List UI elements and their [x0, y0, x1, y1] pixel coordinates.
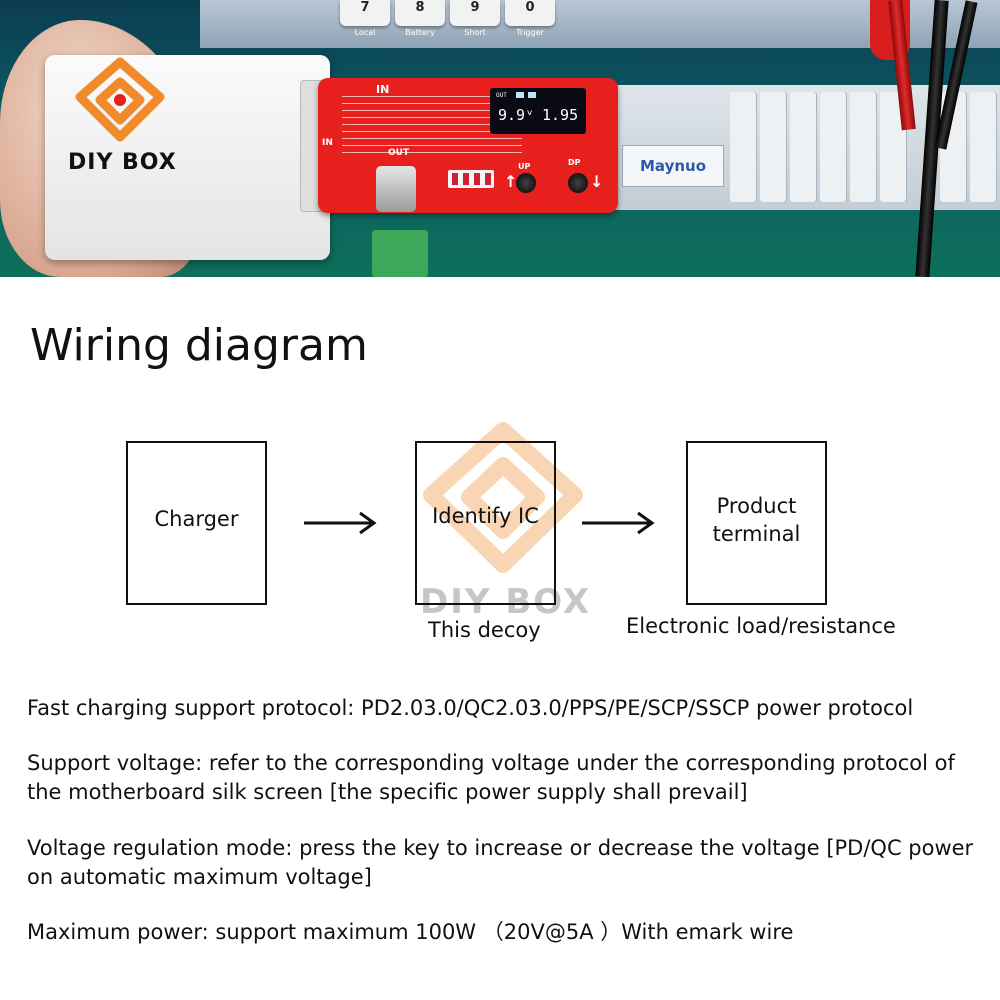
bench-key-label: Battery [405, 28, 435, 37]
brand-logo-text: DIY BOX [68, 150, 177, 175]
bench-key-9: 9 [450, 0, 500, 26]
trigger-board: IN IN OUT OUT 9.9ᵛ 1.95 UP ↑ DP ↓ [318, 78, 618, 213]
pcb-in-label: IN [376, 83, 390, 96]
oled-status-icon [516, 92, 524, 98]
product-terminal-line2: terminal [712, 522, 801, 546]
product-terminal-caption: Electronic load/resistance [626, 614, 896, 638]
identify-ic-caption: This decoy [428, 618, 541, 642]
down-button [568, 173, 588, 193]
bench-key-label: Local [354, 28, 376, 37]
charger-label: Charger [154, 507, 239, 531]
product-photo: 7 8 9 0 Local Battery Short Trigger Mayn… [0, 0, 1000, 277]
spec-max-power: Maximum power: support maximum 100W （20V… [27, 920, 794, 944]
bench-key-7: 7 [340, 0, 390, 26]
up-button [516, 173, 536, 193]
bench-key-0: 0 [505, 0, 555, 26]
arrow-up-icon: ↑ [504, 172, 518, 191]
spec-voltage: Support voltage: refer to the correspond… [27, 751, 955, 804]
charger-box [126, 441, 267, 605]
bench-brand-label: Maynuo [622, 145, 724, 187]
bench-rib [850, 92, 876, 202]
identify-ic-box [415, 441, 556, 605]
diy-box-logo-icon [75, 57, 165, 142]
identify-ic-label: Identify IC [432, 504, 539, 528]
bench-rib [820, 92, 846, 202]
dip-switch [448, 170, 494, 188]
oled-status-icon [528, 92, 536, 98]
oled-tag: OUT [496, 92, 507, 99]
watermark-text: DIY BOX [420, 582, 592, 622]
spec-protocol: Fast charging support protocol: PD2.03.0… [27, 696, 914, 720]
electronic-load-panel [200, 0, 1000, 48]
dp-label: DP [568, 158, 581, 167]
bench-key-label: Short [464, 28, 486, 37]
spec-regulation: Voltage regulation mode: press the key t… [27, 836, 974, 889]
up-label: UP [518, 162, 531, 171]
bench-rib [730, 92, 756, 202]
bench-rib [970, 92, 996, 202]
usb-c-port [376, 166, 416, 212]
oled-voltage: 9.9ᵛ [498, 106, 535, 124]
arrow-right-icon [304, 511, 377, 535]
arrow-right-icon [582, 511, 655, 535]
bench-rib [790, 92, 816, 202]
product-terminal-label: Product terminal [686, 492, 827, 548]
usb-breakout-board [372, 230, 428, 277]
bench-key-label: Trigger [516, 28, 544, 37]
oled-display: OUT 9.9ᵛ 1.95 [490, 88, 586, 134]
bench-key-8: 8 [395, 0, 445, 26]
diagram-title: Wiring diagram [30, 320, 368, 371]
product-terminal-line1: Product [716, 494, 797, 518]
pcb-in-side-label: IN [322, 138, 333, 148]
pcb-out-label: OUT [388, 148, 410, 158]
bench-rib [760, 92, 786, 202]
oled-current: 1.95 [542, 106, 579, 124]
product-terminal-box [686, 441, 827, 605]
arrow-down-icon: ↓ [590, 172, 604, 191]
watermark-logo-icon [423, 422, 583, 573]
